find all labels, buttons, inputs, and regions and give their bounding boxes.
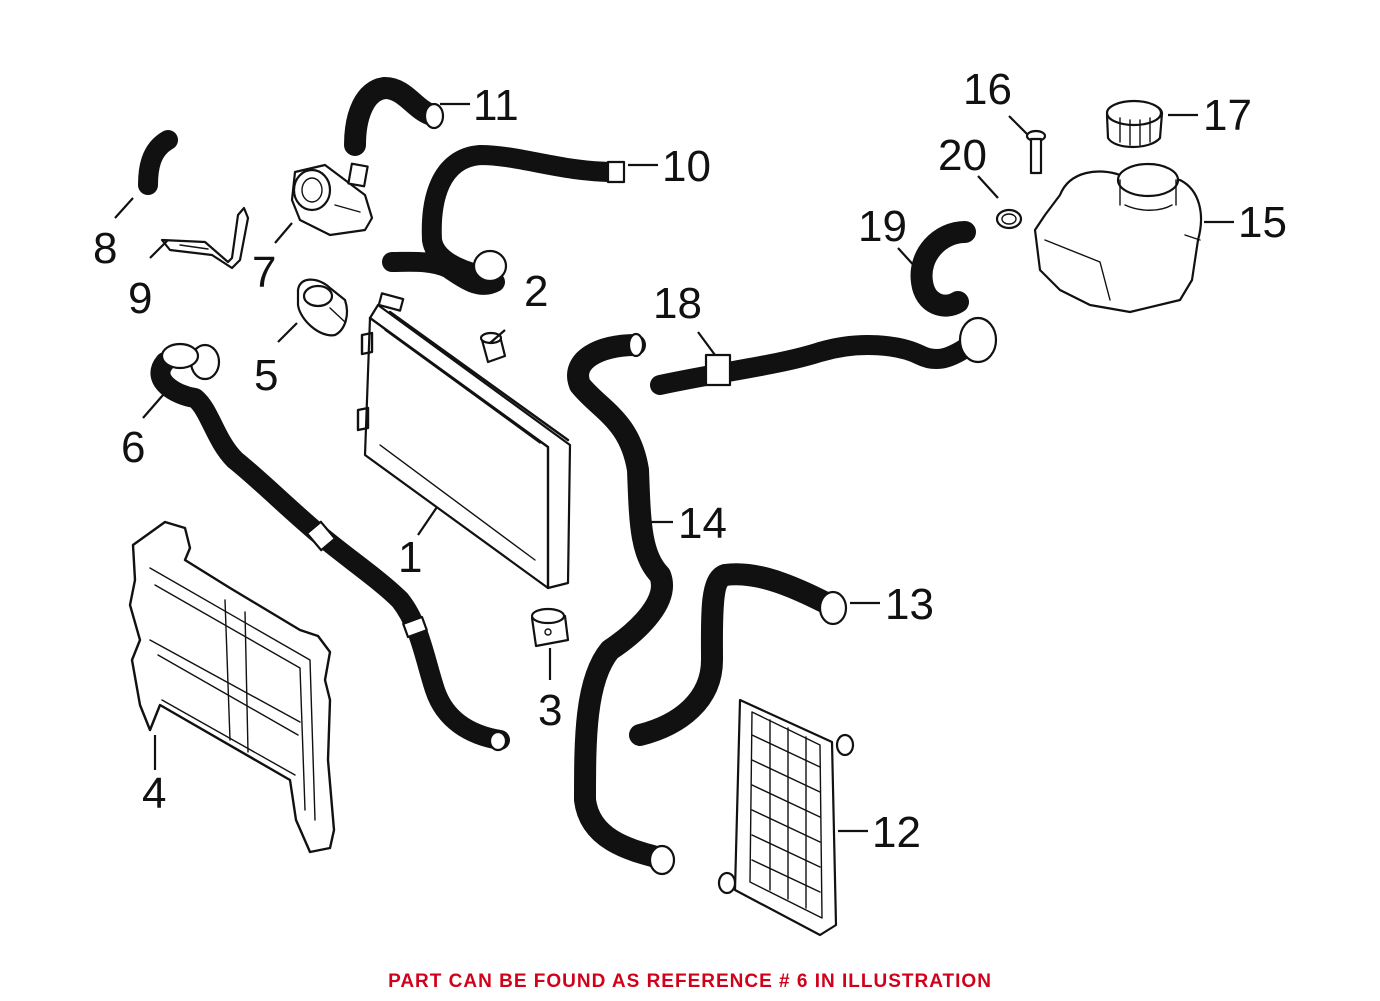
part-4-shroud xyxy=(128,520,336,854)
part-7-pump xyxy=(290,162,374,237)
callout-12: 12 xyxy=(872,808,921,857)
part-3-mount xyxy=(530,607,570,648)
part-11-hose xyxy=(344,77,445,156)
callout-8: 8 xyxy=(93,224,117,273)
part-15-reservoir xyxy=(1033,162,1202,314)
callout-16: 16 xyxy=(963,65,1012,114)
footer-note: PART CAN BE FOUND AS REFERENCE # 6 IN IL… xyxy=(388,971,992,992)
part-6-hose xyxy=(150,342,510,752)
part-10-hose xyxy=(382,145,626,295)
callout-2: 2 xyxy=(524,267,548,316)
callout-17: 17 xyxy=(1203,91,1252,140)
part-20-clamp xyxy=(995,208,1023,230)
callout-14: 14 xyxy=(678,499,727,548)
callout-7: 7 xyxy=(252,248,276,297)
callout-10: 10 xyxy=(662,142,711,191)
part-19-hose xyxy=(910,221,976,317)
callout-6: 6 xyxy=(121,423,145,472)
callout-9: 9 xyxy=(128,274,152,323)
part-8-hose xyxy=(138,130,178,195)
callout-18: 18 xyxy=(653,279,702,328)
part-17-cap xyxy=(1105,99,1164,148)
callout-5: 5 xyxy=(254,351,278,400)
part-18-hose xyxy=(650,316,998,395)
callout-1: 1 xyxy=(398,533,422,582)
part-5-fitting xyxy=(296,278,349,337)
callout-labels: 1 2 3 4 5 6 7 8 9 10 11 12 13 14 15 16 1… xyxy=(93,65,1287,857)
part-13-hose xyxy=(629,563,848,746)
callout-11: 11 xyxy=(473,81,519,130)
callout-13: 13 xyxy=(885,580,934,629)
callout-20: 20 xyxy=(938,131,987,180)
part-2-plug xyxy=(479,331,507,364)
leader-lines xyxy=(114,102,1234,833)
part-1-radiator xyxy=(356,292,572,590)
part-14-hose xyxy=(567,332,676,876)
part-16-bolt xyxy=(1025,129,1047,175)
callout-3: 3 xyxy=(538,686,562,735)
callout-19: 19 xyxy=(858,202,907,251)
part-12-aux-radiator xyxy=(717,698,855,937)
callout-4: 4 xyxy=(142,769,166,818)
callout-15: 15 xyxy=(1238,198,1287,247)
part-9-bracket xyxy=(160,206,250,270)
